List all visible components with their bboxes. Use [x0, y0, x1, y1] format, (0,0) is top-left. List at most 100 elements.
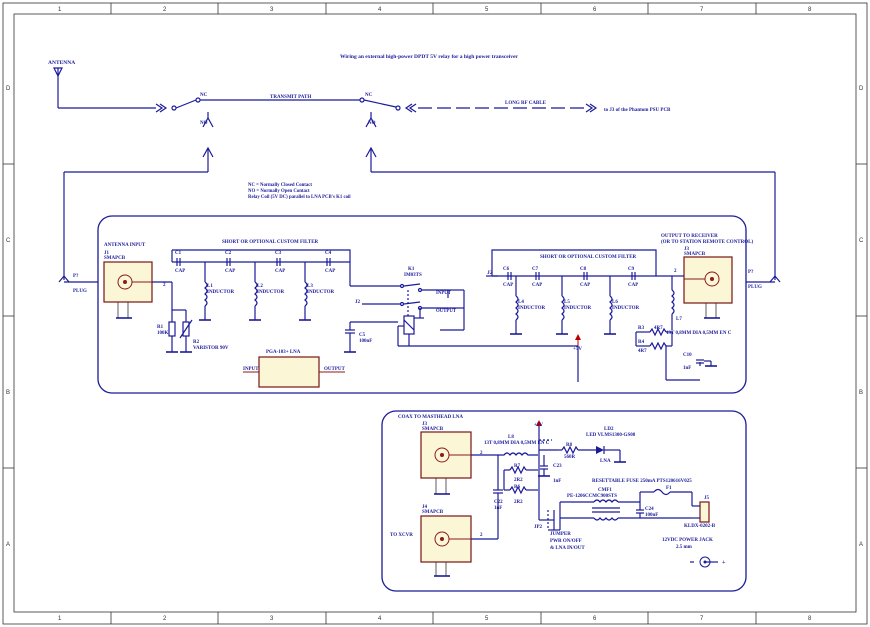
long-rf-cable-label: LONG RF CABLE	[505, 101, 547, 106]
k1-label: K1	[408, 267, 415, 272]
r4-value: 4R7	[638, 349, 647, 354]
j4-type: SMAPCB	[422, 510, 444, 515]
varistor-r2	[172, 309, 193, 353]
l5-label: L5	[564, 300, 570, 305]
c6-cap: CAP	[503, 283, 513, 288]
k1-input-label: INPUT	[436, 291, 452, 296]
j4-ref: J4	[422, 505, 428, 510]
r6-label: R6	[514, 485, 521, 490]
row-label: D	[6, 86, 11, 92]
col-label: 3	[270, 7, 274, 13]
l2-label: L2	[257, 284, 263, 289]
l1-type: INDUCTOR	[207, 290, 235, 295]
resistor-r1	[166, 282, 178, 353]
row-label: C	[859, 238, 864, 244]
c23-label: C23	[553, 464, 562, 469]
inductor-l5	[556, 276, 568, 335]
capacitor-c5	[344, 321, 398, 353]
fuse-f1	[639, 488, 693, 506]
row-label: D	[859, 86, 864, 92]
l3-type: INDUCTOR	[307, 290, 335, 295]
c22-value: 1nF	[494, 506, 502, 511]
capacitor-c7	[535, 272, 540, 280]
col-label: 7	[700, 616, 704, 622]
to-xcvr-label: TO XCVR	[390, 533, 413, 538]
col-label: 7	[700, 7, 704, 13]
plus5v-label: +5V	[573, 347, 582, 352]
j3-lna-pin: 2	[480, 451, 483, 456]
plus5v-arrow	[575, 334, 581, 382]
row-label: B	[6, 390, 10, 396]
c7-cap: CAP	[532, 283, 542, 288]
inductor-l3	[299, 262, 311, 321]
l8-label: L8	[508, 435, 514, 440]
cmf1-value: PE-1206CCMC900STS	[567, 494, 617, 499]
r6-value: 2R2	[514, 500, 523, 505]
l1-label: L1	[207, 284, 213, 289]
col-label: 8	[808, 616, 812, 622]
col-label: 5	[485, 616, 489, 622]
j4-connector	[420, 515, 472, 577]
resistor-r4	[635, 332, 673, 351]
col-label: 5	[485, 7, 489, 13]
out-recv-line2: (OR TO STATION REMOTE CONTROL)	[661, 240, 753, 245]
c4-cap: CAP	[325, 269, 335, 274]
plus5v-lna-label: +5V	[534, 423, 543, 428]
nc-left-label: NC	[200, 93, 208, 98]
polarity-plus-label: +	[722, 560, 726, 566]
l5-type: INDUCTOR	[564, 306, 592, 311]
filter2-label: SHORT OR OPTIONAL CUSTOM FILTER	[540, 255, 637, 260]
capacitor-c23	[538, 455, 550, 477]
plus5v-lna	[536, 420, 558, 520]
j3-psu-connector	[672, 256, 733, 319]
col-label: 6	[593, 616, 597, 622]
arrows-left	[155, 103, 168, 113]
lna-wiring-main	[471, 452, 538, 540]
r3-value: 4R7	[654, 326, 663, 331]
plug-right-label: PLUG	[748, 285, 762, 290]
inductor-l7	[671, 276, 675, 330]
l3-label: L3	[307, 284, 313, 289]
j3-psu-type: SMAPCB	[684, 252, 706, 257]
pga-title: PGA-103+ LNA	[266, 350, 301, 355]
jp2-label: JP2	[534, 525, 543, 530]
j3-lna-ref: J3	[422, 422, 428, 427]
k1-relay	[349, 262, 578, 347]
r1-label: R1	[157, 325, 164, 330]
jumper-jp2	[539, 510, 561, 531]
c9-cap: CAP	[628, 283, 638, 288]
frame-ticks	[3, 3, 867, 624]
cmf1-label: CMF1	[598, 488, 612, 493]
c2-label: C2	[225, 251, 232, 256]
legend-line-1: NC = Normally Closed Contact	[248, 183, 312, 188]
to-j3-label: to J3 of the Phantom PSU PCB	[604, 108, 671, 113]
row-labels: D C B A D C B A	[6, 86, 864, 548]
j2-ref-left: J2	[355, 300, 361, 305]
r7-value: 2R2	[514, 478, 523, 483]
col-label: 2	[163, 7, 167, 13]
l4-label: L4	[518, 300, 524, 305]
l7-value: 13T 0,8MM DIA 0,5MM EN C	[666, 331, 732, 336]
dc-jack-polarity-icon	[690, 556, 718, 568]
jack-line1: 12VDC POWER JACK	[662, 538, 713, 543]
nc-right-label: NC	[365, 93, 373, 98]
c22-label: C22	[494, 500, 503, 505]
plug-right-ref: P?	[748, 270, 754, 275]
j1-ref: J1	[104, 251, 110, 256]
pga-lna-box	[258, 356, 320, 388]
led-ld2	[596, 446, 626, 463]
c2-cap: CAP	[225, 269, 235, 274]
c10-label: C10	[683, 353, 692, 358]
legend-line-2: NO = Normally Open Contact	[248, 189, 310, 194]
r4-label: R4	[638, 340, 645, 345]
col-label: 1	[58, 7, 62, 13]
antenna-label: ANTENNA	[48, 60, 75, 66]
j1-type: SMAPCB	[104, 256, 126, 261]
filter1-label: SHORT OR OPTIONAL CUSTOM FILTER	[222, 240, 319, 245]
c5-label: C5	[359, 333, 366, 338]
inductor-l2	[249, 262, 261, 321]
l6-type: INDUCTOR	[612, 306, 640, 311]
antenna-symbol	[53, 67, 156, 109]
resistor-r6	[504, 485, 538, 495]
legend-line-3: Relay Coil (5V DC) parallel to LNA PCB's…	[248, 195, 351, 200]
